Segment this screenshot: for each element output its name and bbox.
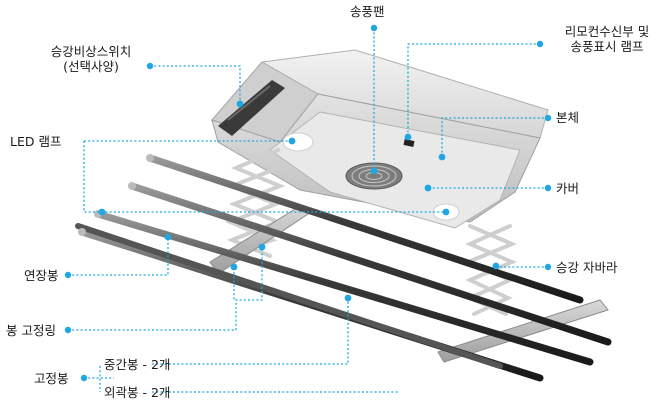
label-fan: 송풍팬 <box>350 4 385 19</box>
label-remote-line1: 리모컨수신부 및 <box>564 24 650 39</box>
label-remote-line2: 송풍표시 램프 <box>570 39 644 54</box>
label-middle: 중간봉 - 2개 <box>104 357 171 372</box>
leader-lines <box>68 28 548 393</box>
label-outer: 외곽봉 - 2개 <box>104 385 171 400</box>
label-cover: 카버 <box>556 181 580 196</box>
label-extension: 연장봉 <box>24 268 59 283</box>
main-body-unit <box>210 49 549 229</box>
label-led: LED 램프 <box>10 134 62 149</box>
label-switch: 승강비상스위치 (선택사양) <box>36 44 146 74</box>
label-body: 본체 <box>556 110 580 125</box>
label-lift: 승강 자바라 <box>556 260 618 275</box>
label-remote: 리모컨수신부 및 송풍표시 램프 <box>556 24 658 54</box>
leader-dots <box>64 24 552 382</box>
label-fixed: 고정봉 <box>34 371 69 386</box>
label-switch-line1: 승강비상스위치 <box>50 44 132 59</box>
label-ring: 봉 고정링 <box>6 323 56 338</box>
label-switch-line2: (선택사양) <box>63 59 119 74</box>
